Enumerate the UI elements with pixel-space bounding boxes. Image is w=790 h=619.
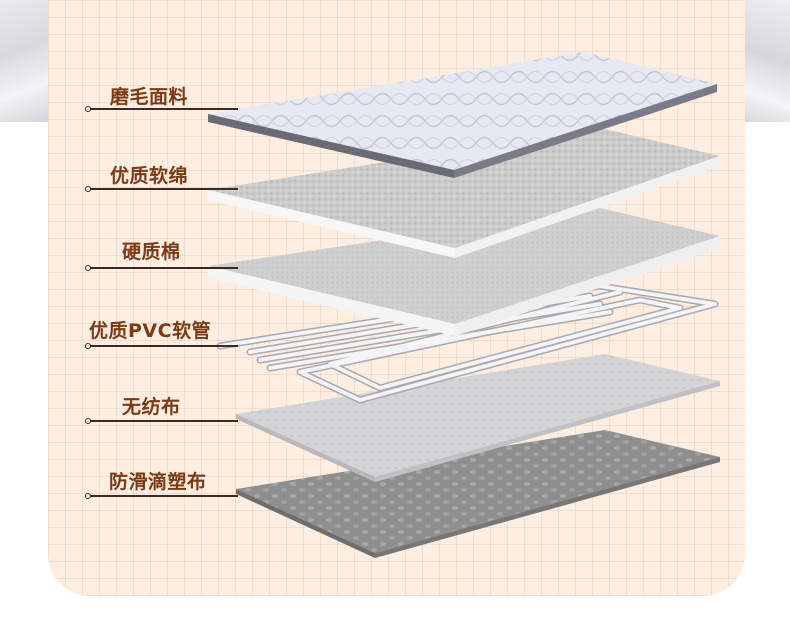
layer-hard-cotton <box>208 208 720 336</box>
layer-label-brushed-fabric: 磨毛面料 <box>110 86 189 108</box>
layer-nonwoven-fabric <box>236 354 720 482</box>
leader-dot <box>85 265 91 271</box>
leader-dot <box>85 186 91 192</box>
leader-dot <box>85 493 91 499</box>
layer-label-hard-cotton: 硬质棉 <box>122 241 181 263</box>
leader-line <box>90 108 238 110</box>
leader-line <box>90 495 238 497</box>
layer-antislip-fabric <box>236 430 720 558</box>
layer-label-antislip-fabric: 防滑滴塑布 <box>109 471 207 493</box>
layer-label-pvc-tubing: 优质PVC软管 <box>89 320 212 342</box>
layer-brushed-fabric <box>208 52 717 178</box>
leader-line <box>90 345 238 347</box>
layer-soft-cotton <box>208 128 720 258</box>
layer-label-soft-cotton: 优质软绵 <box>110 165 189 187</box>
leader-line <box>90 267 238 269</box>
leader-line <box>90 420 238 422</box>
leader-dot <box>85 106 91 112</box>
layer-pvc-tubing <box>216 282 719 404</box>
leader-dot <box>85 343 91 349</box>
leader-dot <box>85 418 91 424</box>
layer-label-nonwoven-fabric: 无纺布 <box>122 396 181 418</box>
leader-line <box>90 188 238 190</box>
